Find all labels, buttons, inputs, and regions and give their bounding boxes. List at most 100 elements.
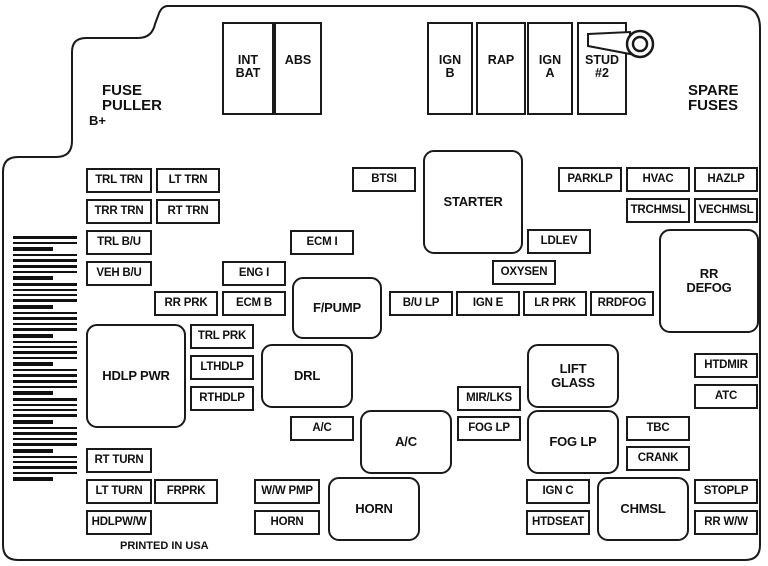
fuse-stoplp: STOPLP xyxy=(694,479,758,504)
barcode-stripe xyxy=(13,299,77,302)
fuse-tbc: TBC xyxy=(626,416,690,441)
fuse-frprk: FRPRK xyxy=(154,479,218,504)
fuse-lthdlp: LTHDLP xyxy=(190,355,254,380)
fuse-trl-bu: TRL B/U xyxy=(86,230,152,255)
barcode-stripe xyxy=(13,449,53,453)
fuse-eng-i: ENG I xyxy=(222,261,286,286)
barcode-stripe xyxy=(13,374,77,377)
barcode-stripe xyxy=(13,247,53,251)
barcode-stripe xyxy=(13,391,53,395)
barcode-stripe xyxy=(13,477,53,481)
barcode-stripe xyxy=(13,380,77,383)
barcode-stripe xyxy=(13,271,77,273)
barcode-stripe xyxy=(13,398,77,401)
fuse-horn: HORN xyxy=(254,510,320,535)
fuse-htdseat: HTDSEAT xyxy=(526,510,590,535)
relay-hdlp-pwr: HDLP PWR xyxy=(86,324,186,428)
relay-horn: HORN xyxy=(328,477,420,541)
fuse-veh-bu: VEH B/U xyxy=(86,261,152,286)
fuse-ecm-b: ECM B xyxy=(222,291,286,316)
barcode-stripe xyxy=(13,305,53,309)
relay-int-bat: INT BAT xyxy=(222,22,274,115)
barcode-stripe xyxy=(13,386,77,388)
barcode-stripe xyxy=(13,242,77,244)
fuse-atc: ATC xyxy=(694,384,758,409)
relay-ign-b: IGN B xyxy=(427,22,473,115)
barcode-stripe xyxy=(13,409,77,411)
fuse-bu-lp: B/U LP xyxy=(389,291,453,316)
fuse-vechmsl: VECHMSL xyxy=(694,198,758,223)
barcode-stripe xyxy=(13,283,77,286)
barcode-stripe xyxy=(13,346,77,348)
b-plus-label: B+ xyxy=(89,113,106,128)
barcode-stripe xyxy=(13,461,77,463)
barcode-stripe xyxy=(13,420,53,424)
fuse-parklp: PARKLP xyxy=(558,167,622,192)
relay-starter: STARTER xyxy=(423,150,523,254)
barcode-stripe xyxy=(13,254,77,256)
fuse-btsi: BTSI xyxy=(352,167,416,192)
fuse-a-c: A/C xyxy=(290,416,354,441)
barcode-stripe xyxy=(13,432,77,435)
fuse-fog-lp: FOG LP xyxy=(457,416,521,441)
fuse-lt-turn: LT TURN xyxy=(86,479,152,504)
barcode-icon xyxy=(13,236,77,481)
fuse-oxysen: OXYSEN xyxy=(492,260,556,285)
relay-drl: DRL xyxy=(261,344,353,408)
barcode-stripe xyxy=(13,236,77,239)
spare-fuses-label: SPARE FUSES xyxy=(688,82,739,114)
fuse-ecm-i: ECM I xyxy=(290,230,354,255)
fuse-hazlp: HAZLP xyxy=(694,167,758,192)
barcode-stripe xyxy=(13,334,53,338)
fuse-trr-trn: TRR TRN xyxy=(86,199,152,224)
barcode-stripe xyxy=(13,456,77,458)
barcode-stripe xyxy=(13,369,77,371)
fuse-ww-pmp: W/W PMP xyxy=(254,479,320,504)
relay-a-c: A/C xyxy=(360,410,452,474)
fuse-rthdlp: RTHDLP xyxy=(190,386,254,411)
barcode-stripe xyxy=(13,341,77,343)
barcode-stripe xyxy=(13,265,77,268)
barcode-stripe xyxy=(13,427,77,429)
relay-ign-a: IGN A xyxy=(527,22,573,115)
fuse-htdmir: HTDMIR xyxy=(694,353,758,378)
fuse-trchmsl: TRCHMSL xyxy=(626,198,690,223)
relay-rr-defog: RR DEFOG xyxy=(659,229,759,333)
barcode-stripe xyxy=(13,259,77,262)
fuse-puller-label: FUSE PULLER xyxy=(102,82,162,114)
barcode-stripe xyxy=(13,362,53,366)
barcode-stripe xyxy=(13,328,77,331)
fuse-rt-trn: RT TRN xyxy=(156,199,220,224)
fuse-hvac: HVAC xyxy=(626,167,690,192)
printed-in-usa-label: PRINTED IN USA xyxy=(120,540,209,552)
fuse-mir-lks: MIR/LKS xyxy=(457,386,521,411)
fuse-rr-ww: RR W/W xyxy=(694,510,758,535)
barcode-stripe xyxy=(13,404,77,406)
barcode-stripe xyxy=(13,472,77,474)
stud-bolt-icon xyxy=(587,29,655,59)
fuse-rr-prk: RR PRK xyxy=(154,291,218,316)
fuse-rt-turn: RT TURN xyxy=(86,448,152,473)
barcode-stripe xyxy=(13,466,77,469)
fuse-lr-prk: LR PRK xyxy=(523,291,587,316)
fuse-rrdfog: RRDFOG xyxy=(590,291,654,316)
fuse-ign-c: IGN C xyxy=(526,479,590,504)
relay-lift-glass: LIFT GLASS xyxy=(527,344,619,408)
barcode-stripe xyxy=(13,276,53,280)
fuse-ign-e: IGN E xyxy=(456,291,520,316)
relay-abs: ABS xyxy=(274,22,322,115)
barcode-stripe xyxy=(13,443,77,446)
barcode-stripe xyxy=(13,438,77,440)
relay-rap: RAP xyxy=(476,22,526,115)
barcode-stripe xyxy=(13,317,77,320)
fuse-trl-prk: TRL PRK xyxy=(190,324,254,349)
barcode-stripe xyxy=(13,312,77,314)
fuse-hdlpww: HDLPW/W xyxy=(86,510,152,535)
barcode-stripe xyxy=(13,357,77,359)
relay-fog-lp: FOG LP xyxy=(527,410,619,474)
barcode-stripe xyxy=(13,323,77,325)
barcode-stripe xyxy=(13,289,77,291)
relay-chmsl: CHMSL xyxy=(597,477,689,541)
fuse-lt-trn: LT TRN xyxy=(156,168,220,193)
